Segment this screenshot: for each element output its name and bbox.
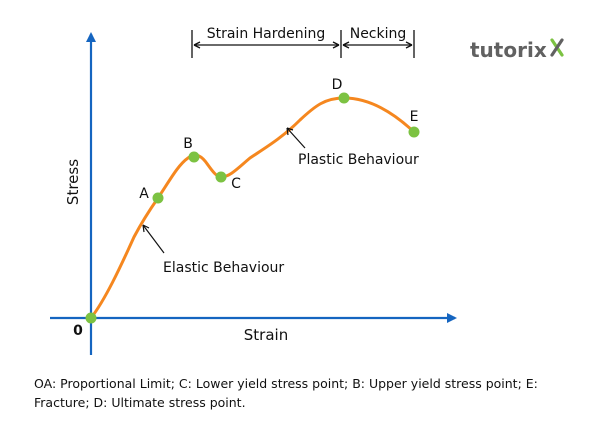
figure-caption: OA: Proportional Limit; C: Lower yield s… (34, 376, 538, 410)
point-c (215, 171, 227, 183)
point-b (188, 151, 200, 163)
plastic-behaviour-label: Plastic Behaviour (298, 152, 419, 168)
point-o (85, 312, 97, 324)
x-axis-label: Strain (244, 326, 288, 344)
point-d (338, 92, 350, 104)
point-d-label: D (332, 77, 343, 93)
necking-label: Necking (350, 26, 407, 42)
tutorix-logo-text: tutorix (470, 38, 547, 62)
elastic-behaviour-label: Elastic Behaviour (163, 260, 284, 276)
stress-strain-curve (89, 96, 416, 320)
point-e-label: E (410, 109, 419, 125)
strain-hardening-label: Strain Hardening (207, 26, 326, 42)
point-a-label: A (139, 186, 149, 202)
y-axis-label: Stress (64, 159, 82, 205)
point-a (152, 192, 164, 204)
origin-label: 0 (73, 323, 83, 339)
tutorix-logo: tutorix (470, 38, 564, 62)
point-c-label: C (231, 176, 241, 192)
point-b-label: B (183, 136, 193, 152)
point-e (408, 126, 420, 138)
annotation-arrows (142, 127, 306, 254)
region-brackets (191, 30, 415, 58)
tutorix-x-logo-icon (550, 38, 564, 57)
